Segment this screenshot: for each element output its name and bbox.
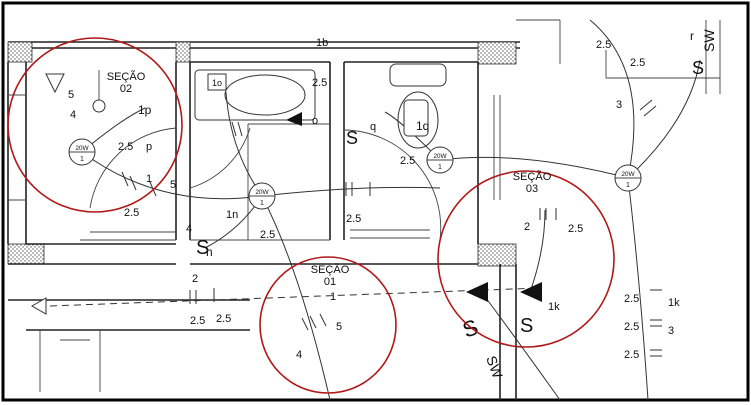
label-2-5-h: 2.5: [630, 57, 645, 69]
triangle-symbol-filled-b: [520, 282, 542, 302]
pillar-top-center: [175, 41, 191, 63]
door-arc-right: [343, 129, 442, 241]
section-01-circle: [259, 256, 397, 394]
label-r: r: [690, 29, 694, 43]
label-1o: 1o: [212, 78, 222, 88]
label-s-d: S: [346, 128, 358, 148]
label-3-a: 3: [616, 99, 622, 111]
label-2-b: 2: [524, 221, 530, 233]
triangle-symbol-left: [45, 73, 65, 94]
sink-basin: [224, 74, 306, 116]
label-sw-bottom: SW: [483, 354, 506, 381]
walls: [7, 19, 721, 400]
label-2-5-j: 2.5: [624, 321, 639, 333]
label-2-5-l: 2.5: [568, 223, 583, 235]
pillar-left-mid: [7, 243, 45, 265]
lamp-left-rating: 20W: [75, 145, 89, 152]
label-3-b: 3: [668, 325, 674, 337]
lamp-far-right-rating: 20W: [621, 171, 635, 178]
label-5-c: 5: [336, 321, 342, 333]
section-03-title: SEÇÃO: [513, 170, 552, 183]
section-02-circle: [7, 37, 183, 213]
label-4-c: 4: [296, 349, 302, 361]
section-02-number: 02: [120, 83, 132, 95]
lamp-far-right-circuit: 1: [626, 182, 630, 189]
label-2-5-top: 2.5: [312, 77, 327, 89]
switch-symbols: [30, 73, 542, 315]
lamp-center-circuit: 1: [260, 200, 264, 207]
section-03-number: 03: [526, 183, 538, 195]
pillar-top-right: [477, 41, 517, 65]
label-2-5-f: 2.5: [216, 313, 231, 325]
lamp-left: 20W 1: [68, 138, 96, 166]
lamp-center-rating: 20W: [255, 189, 269, 196]
circuit-runs: [49, 19, 701, 401]
section-markers: SEÇÃO 02 SEÇÃO 01 SEÇÃO 03: [7, 37, 615, 394]
label-1q: 1q: [416, 119, 429, 133]
section-01-title: SEÇÃO: [311, 263, 350, 276]
section-03-marker: SEÇÃO 03: [437, 170, 615, 348]
label-2-5-g: 2.5: [260, 229, 275, 241]
section-01-marker: SEÇÃO 01: [259, 256, 397, 394]
triangle-symbol-filled-c: [286, 112, 302, 126]
label-1k-b: 1k: [548, 301, 560, 313]
label-n: n: [206, 245, 213, 259]
label-2-5-i: 2.5: [624, 293, 639, 305]
label-4-a: 4: [186, 223, 192, 235]
label-1p: 1p: [138, 103, 152, 117]
label-2-5-b: 2.5: [124, 207, 139, 219]
label-s-c: S: [520, 315, 533, 337]
label-q: q: [370, 121, 376, 133]
label-s-e: S: [692, 58, 704, 78]
fixtures: [89, 63, 447, 241]
wire-ticks: [121, 99, 662, 357]
triangle-symbol-bottom: [30, 297, 47, 315]
label-o: o: [312, 115, 318, 127]
lamp-fixtures: 20W 1 20W 1 20W 1 20W 1: [68, 138, 642, 210]
door-arc-center: [189, 127, 251, 189]
label-2-5-k: 2.5: [624, 349, 639, 361]
label-5-a: 5: [170, 179, 176, 191]
outlet-box-2: [403, 99, 429, 137]
section-02-title: SEÇÃO: [107, 70, 146, 83]
lamp-right: 20W 1: [426, 146, 454, 174]
label-2-5-d: 2.5: [400, 155, 415, 167]
label-4-b: 4: [70, 109, 76, 121]
label-s-a: S: [196, 237, 209, 259]
lamp-far-right: 20W 1: [614, 164, 642, 192]
label-1k-a: 1k: [668, 297, 680, 309]
lamp-left-circuit: 1: [80, 156, 84, 163]
door-arc-left: [89, 127, 177, 209]
label-2-a: 2: [192, 273, 198, 285]
label-2-5-m: 2.5: [596, 39, 611, 51]
label-1-b: 1: [330, 291, 336, 303]
circuit-labels: 1b 2.5 1o 1p 1q 1n 1k 2.5 2.5 2.5 2.5 2.…: [68, 29, 717, 381]
label-2-5-e: 2.5: [190, 315, 205, 327]
outlet-box-1: [207, 73, 227, 91]
triangle-symbol-filled-a: [466, 282, 488, 302]
label-1-a: 1: [146, 173, 152, 185]
label-2-5-c: 2.5: [346, 213, 361, 225]
label-sw-right: SW: [701, 29, 717, 52]
label-5-b: 5: [68, 89, 74, 101]
toilet-tank: [389, 63, 447, 87]
section-02-marker: SEÇÃO 02: [7, 37, 183, 213]
shower-fixture: [92, 99, 106, 113]
pillar-top-left: [7, 41, 33, 63]
label-2-5-a: 2.5: [118, 141, 133, 153]
lamp-center: 20W 1: [248, 182, 276, 210]
label-1b: 1b: [316, 37, 328, 49]
section-01-number: 01: [324, 276, 336, 288]
pillar-right-mid: [477, 243, 517, 267]
section-03-circle: [437, 170, 615, 348]
label-p: p: [146, 141, 152, 153]
lamp-right-rating: 20W: [433, 153, 447, 160]
label-s-b: S: [459, 314, 481, 343]
lamp-right-circuit: 1: [438, 164, 442, 171]
label-1n: 1n: [226, 209, 238, 221]
